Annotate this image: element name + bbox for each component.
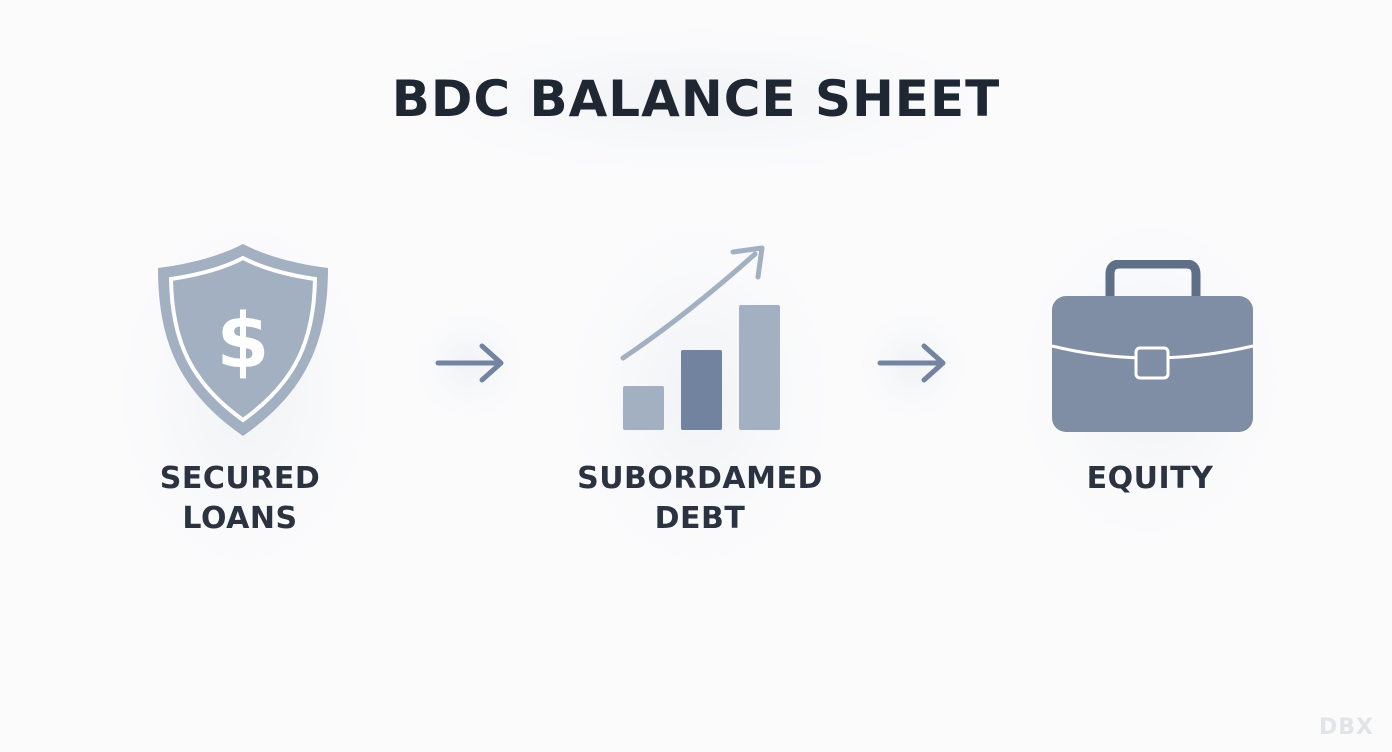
label-line: DEBT <box>654 501 746 536</box>
step-label-equity: EQUITY <box>1010 459 1290 499</box>
diagram-title: BDC BALANCE SHEET <box>391 70 1001 128</box>
arrow-right-icon <box>876 340 952 390</box>
label-line: EQUITY <box>1086 461 1214 496</box>
bar-chart-growth-icon <box>615 240 790 439</box>
arrow-right-icon <box>434 340 510 390</box>
shield-dollar-icon: $ <box>156 242 330 442</box>
svg-text:$: $ <box>217 296 270 385</box>
label-line: LOANS <box>182 501 298 536</box>
watermark-logo: DBX <box>1319 715 1374 740</box>
label-line: SUBORDAMED <box>577 461 823 496</box>
briefcase-icon <box>1050 259 1255 440</box>
step-label-subordamed-debt: SUBORDAMED DEBT <box>560 459 840 539</box>
label-line: SECURED <box>159 461 321 496</box>
title-glow <box>400 25 1000 175</box>
step-label-secured-loans: SECURED LOANS <box>110 459 370 539</box>
